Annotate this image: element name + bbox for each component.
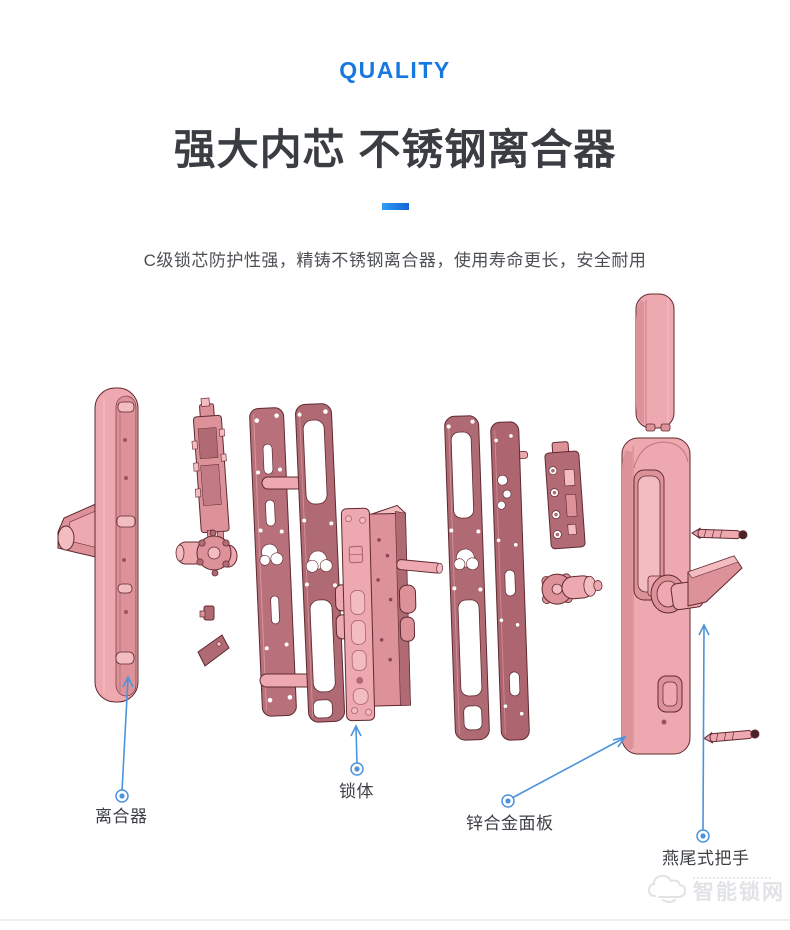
exploded-lock-diagram [57,293,760,843]
watermark-caption-line [693,877,771,879]
title-divider [382,203,409,210]
small-clip-part [199,605,215,621]
leader-lock-body [350,724,364,776]
screw-2 [703,729,760,744]
mounting-plate-1 [249,407,297,717]
site-watermark: 智能锁网 [645,862,785,918]
mounting-plate-2 [295,403,346,723]
section-subtitle: C级锁芯防护性强，精铸不锈钢离合器，使用寿命更长，安全耐用 [143,251,647,270]
label-clutch: 离合器 [95,807,148,826]
mounting-plate-3 [444,415,490,741]
clutch-gear-part [175,529,238,577]
label-lock-body: 锁体 [339,782,374,801]
mounting-plate-4 [490,421,530,741]
pcb-bracket-part [544,441,586,550]
clutch-cylinder-part [541,573,603,605]
leader-clutch [115,675,134,803]
small-plate-part [197,634,230,667]
inner-panel-part [621,437,743,755]
cloud-logo-icon [647,874,687,903]
outer-panel-part [57,387,139,703]
screw-1 [691,527,748,540]
motor-module-part [191,397,230,540]
label-handle: 燕尾式把手 [662,849,750,868]
section-bottom-rule [0,919,790,921]
battery-cover-part [635,293,675,432]
section-eyebrow: QUALITY [339,57,451,83]
leader-zinc-panel [501,735,627,808]
label-zinc-panel: 锌合金面板 [466,814,554,833]
leader-lines [115,623,710,843]
lock-body-part [334,504,444,722]
section-title: 强大内芯 不锈钢离合器 [173,126,617,173]
watermark-text: 智能锁网 [693,881,785,904]
leader-handle [696,623,710,843]
